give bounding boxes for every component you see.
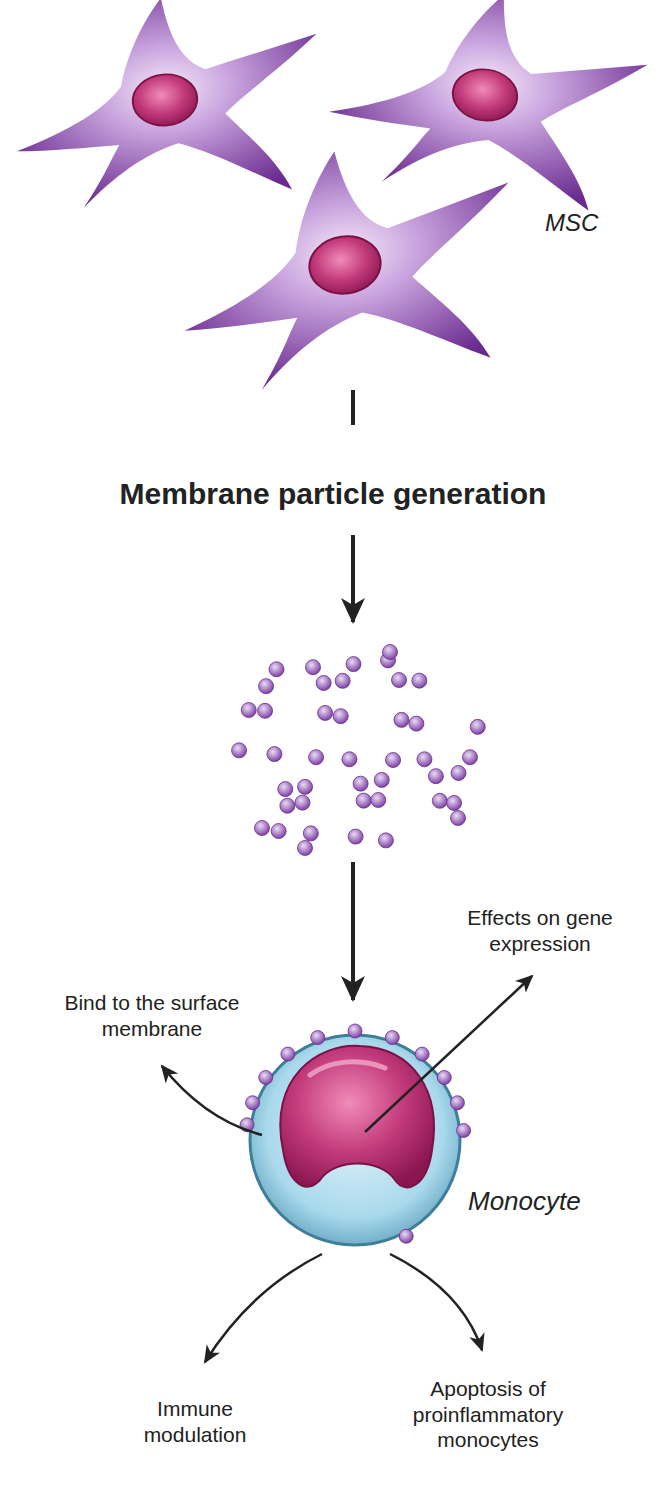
membrane-particle	[385, 1031, 399, 1045]
membrane-particle	[470, 719, 485, 734]
msc-cell	[163, 128, 532, 399]
membrane-particle	[316, 675, 331, 690]
membrane-particle	[451, 765, 466, 780]
membrane-particle	[432, 793, 447, 808]
effect-label: Bind to the surface membrane	[60, 990, 244, 1041]
membrane-particle	[246, 1096, 260, 1110]
membrane-particle	[278, 782, 293, 797]
membrane-particle	[269, 662, 284, 677]
membrane-particle	[447, 795, 462, 810]
particle-cluster	[232, 645, 486, 856]
membrane-particle	[295, 795, 310, 810]
membrane-particle	[417, 752, 432, 767]
membrane-particle	[383, 645, 398, 660]
membrane-particle	[311, 1031, 325, 1045]
membrane-particle	[335, 673, 350, 688]
membrane-particle	[232, 743, 247, 758]
membrane-particle	[298, 841, 313, 856]
flow-arrow	[351, 862, 355, 1000]
membrane-particle	[309, 750, 324, 765]
membrane-particle	[451, 811, 466, 826]
membrane-particle	[399, 1229, 413, 1243]
effect-label: Immune modulation	[130, 1396, 260, 1447]
membrane-particle	[259, 679, 274, 694]
membrane-particle	[303, 826, 318, 841]
membrane-particle	[394, 712, 409, 727]
membrane-particle	[281, 1047, 295, 1061]
flow-line	[351, 390, 355, 425]
membrane-particle	[353, 776, 368, 791]
membrane-particle	[280, 798, 295, 813]
cell-label: MSC	[545, 208, 655, 237]
step-label: Membrane particle generation	[30, 476, 636, 513]
effect-arrow	[390, 1254, 482, 1350]
membrane-particle	[267, 747, 282, 762]
membrane-particle	[437, 1070, 451, 1084]
membrane-particle	[298, 779, 313, 794]
membrane-particle	[392, 673, 407, 688]
bound-particles	[240, 1024, 471, 1243]
membrane-particle	[306, 660, 321, 675]
effect-arrow	[205, 1254, 322, 1362]
membrane-particle	[374, 772, 389, 787]
membrane-particle	[259, 1070, 273, 1084]
membrane-particle	[318, 705, 333, 720]
cell-label: Monocyte	[468, 1186, 648, 1218]
effect-arrow	[365, 976, 532, 1132]
membrane-particle	[346, 657, 361, 672]
membrane-particle	[386, 753, 401, 768]
membrane-particle	[428, 769, 443, 784]
membrane-particle	[241, 703, 256, 718]
membrane-particle	[258, 703, 273, 718]
membrane-particle	[342, 752, 357, 767]
membrane-particle	[255, 821, 270, 836]
membrane-particle	[415, 1047, 429, 1061]
effect-label: Apoptosis of proinflammatory monocytes	[400, 1376, 576, 1453]
membrane-particle	[271, 824, 286, 839]
effect-arrow	[162, 1066, 262, 1135]
membrane-particle	[450, 1096, 464, 1110]
membrane-particle	[457, 1124, 471, 1138]
membrane-particle	[356, 793, 371, 808]
membrane-particle	[348, 829, 363, 844]
msc-cell	[5, 0, 330, 213]
effect-label: Effects on gene expression	[450, 905, 630, 956]
membrane-particle	[348, 1024, 362, 1038]
msc-cells	[5, 0, 655, 399]
flow-arrow	[351, 535, 355, 622]
membrane-particle	[378, 833, 393, 848]
msc-cell	[321, 0, 655, 216]
membrane-particle	[409, 716, 424, 731]
membrane-particle	[371, 793, 386, 808]
membrane-particle	[412, 673, 427, 688]
membrane-particle	[463, 750, 478, 765]
monocyte-cell	[250, 1035, 460, 1245]
membrane-particle	[333, 709, 348, 724]
